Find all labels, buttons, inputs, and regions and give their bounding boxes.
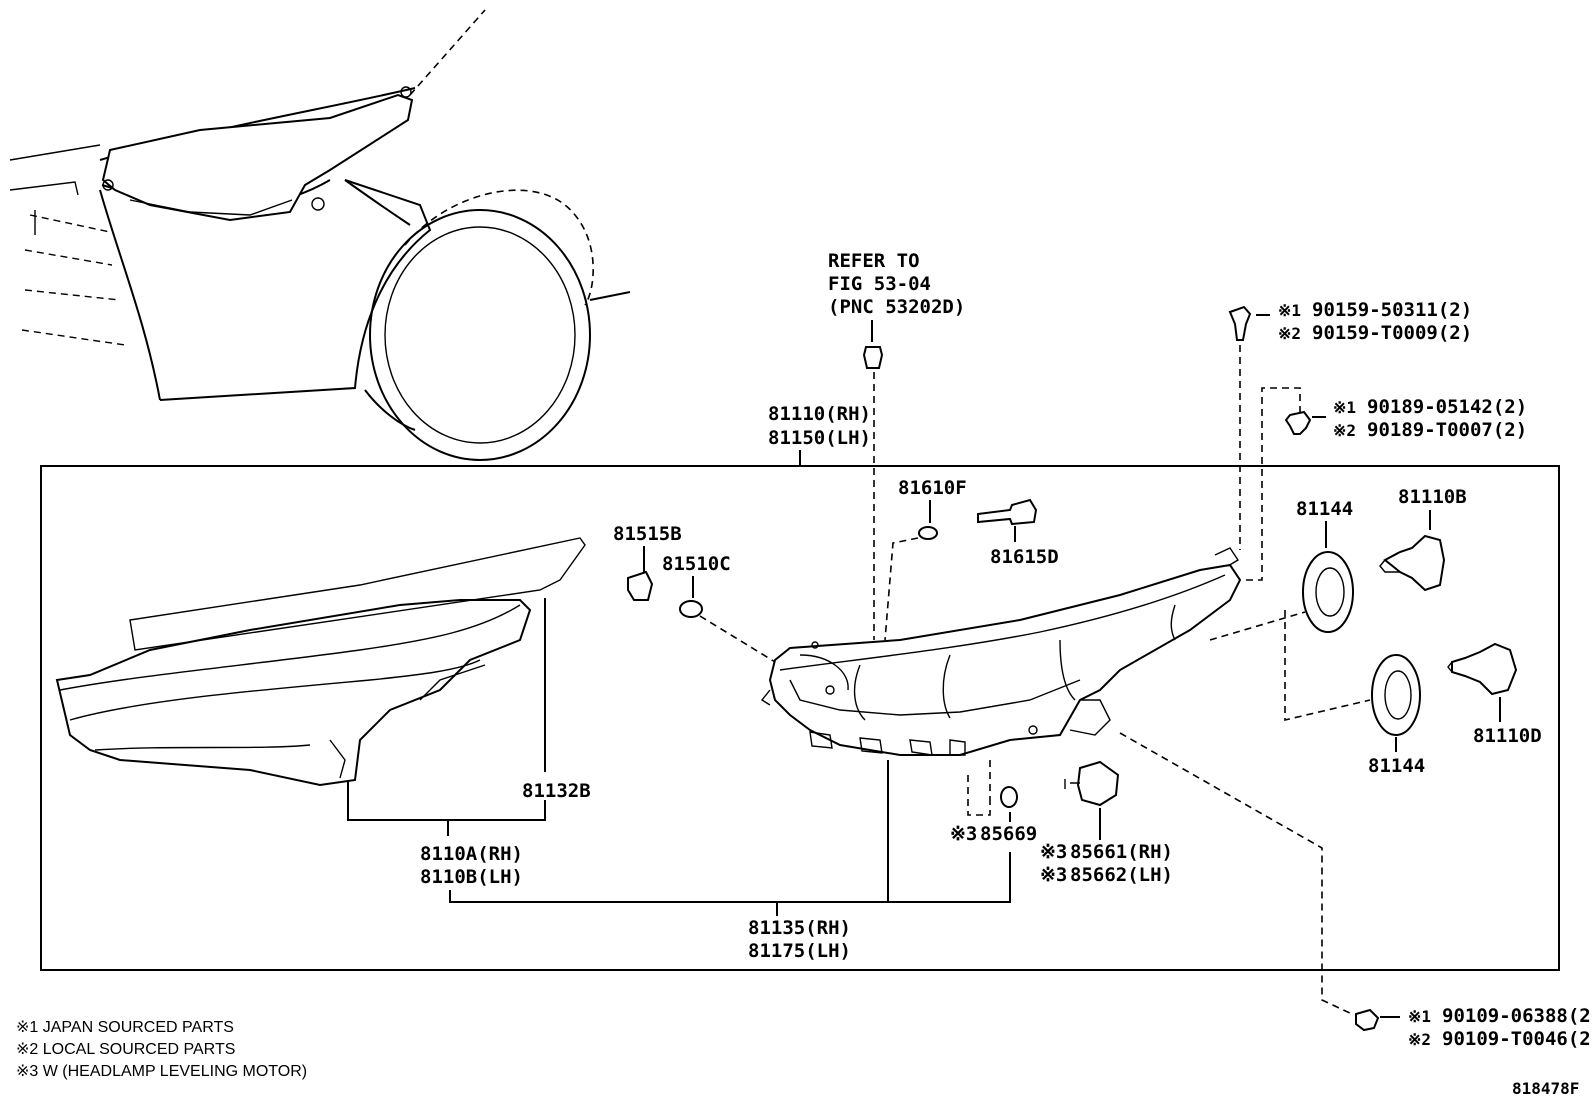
81144-cover-top-icon	[1302, 551, 1354, 633]
part-8110A-rh: 8110A(RH)	[420, 843, 523, 865]
mark-1-screw: ※1	[1278, 301, 1301, 320]
assembly-lh-label: 81150(LH)	[768, 427, 871, 449]
screw-local-pn: 90159-T0009(2)	[1312, 322, 1472, 344]
assembly-rh-label: 81110(RH)	[768, 403, 871, 425]
81510C-icon	[679, 600, 703, 618]
part-81175-lh: 81175(LH)	[748, 940, 851, 962]
bolt-bottom-icon	[1355, 1008, 1380, 1032]
part-81110D: 81110D	[1473, 725, 1542, 747]
vehicle-front-sketch	[9, 9, 631, 461]
leveling-motor-icon	[1076, 760, 1120, 807]
refer-socket-icon	[862, 346, 884, 369]
clip-icon	[1284, 410, 1312, 435]
screw-japan-pn: 90159-50311(2)	[1312, 299, 1472, 321]
mark-3-85661: ※3	[1040, 841, 1067, 863]
clip-local-pn: 90189-T0007(2)	[1367, 419, 1527, 441]
part-81510C: 81510C	[662, 553, 731, 575]
part-81144-top: 81144	[1296, 498, 1353, 520]
mark-2-screw: ※2	[1278, 324, 1301, 343]
bulb-81110B-icon	[1383, 534, 1446, 592]
note-2: ※2 LOCAL SOURCED PARTS	[16, 1041, 235, 1058]
81144-cover-bottom-icon	[1371, 654, 1421, 736]
note-1: ※1 JAPAN SOURCED PARTS	[16, 1019, 234, 1036]
note-3: ※3 W (HEADLAMP LEVELING MOTOR)	[16, 1063, 307, 1080]
mark-3-85669: ※3	[950, 823, 977, 845]
part-85662-lh: 85662(LH)	[1070, 864, 1173, 886]
81615D-icon	[977, 498, 1038, 526]
bulb-81110D-icon	[1451, 642, 1518, 696]
81610F-icon	[918, 526, 938, 540]
assembly-frame	[40, 465, 1560, 971]
clip-japan-pn: 90189-05142(2)	[1367, 396, 1527, 418]
mark-2-clip: ※2	[1333, 421, 1356, 440]
part-81132B: 81132B	[522, 780, 591, 802]
part-81610F: 81610F	[898, 477, 967, 499]
part-85669: 85669	[980, 823, 1037, 845]
mark-2-bolt: ※2	[1408, 1030, 1431, 1049]
refer-to-note: REFER TO FIG 53-04 (PNC 53202D)	[828, 250, 965, 640]
bolt-local-pn: 90109-T0046(2)	[1442, 1028, 1592, 1050]
part-81110B: 81110B	[1398, 486, 1467, 508]
bolt-japan-pn: 90109-06388(2)	[1442, 1005, 1592, 1027]
part-81515B: 81515B	[613, 523, 682, 545]
part-85661-rh: 85661(RH)	[1070, 841, 1173, 863]
81515B-icon	[627, 570, 654, 601]
part-81135-rh: 81135(RH)	[748, 917, 851, 939]
mark-3-85662: ※3	[1040, 864, 1067, 886]
mark-1-bolt: ※1	[1408, 1007, 1431, 1026]
mark-1-clip: ※1	[1333, 398, 1356, 417]
figure-id: 818478F	[1512, 1079, 1579, 1098]
part-8110B-lh: 8110B(LH)	[420, 866, 523, 888]
screw-top-icon	[1228, 305, 1252, 341]
headlamp-lens-drawing	[55, 537, 586, 787]
refer-line-3: (PNC 53202D)	[828, 296, 965, 318]
refer-line-1: REFER TO	[828, 250, 920, 272]
refer-line-2: FIG 53-04	[828, 273, 931, 295]
85669-icon	[1000, 786, 1018, 808]
part-81144-bottom: 81144	[1368, 755, 1425, 777]
headlamp-housing-drawing	[760, 547, 1242, 756]
part-81615D: 81615D	[990, 546, 1059, 568]
legend-notes: ※1 JAPAN SOURCED PARTS ※2 LOCAL SOURCED …	[16, 1019, 307, 1080]
